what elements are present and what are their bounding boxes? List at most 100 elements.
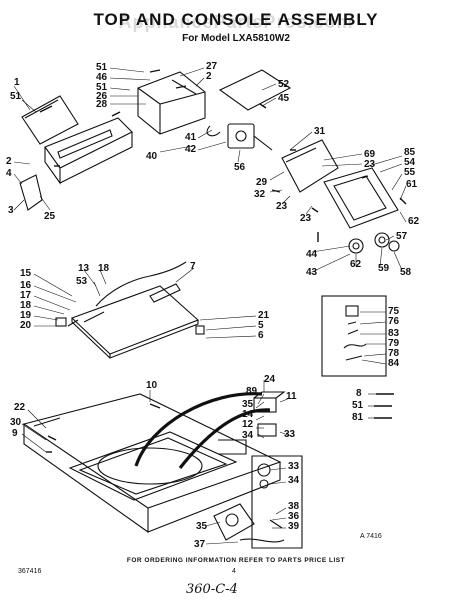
callout-label: 10 — [146, 380, 158, 391]
diagram-title: TOP AND CONSOLE ASSEMBLY — [93, 10, 379, 29]
callout-label: 46 — [96, 72, 108, 83]
callout-label: 45 — [278, 93, 290, 104]
callout-label: 22 — [14, 402, 26, 413]
screws — [39, 69, 407, 242]
callout-label: 58 — [400, 267, 412, 278]
wire-clip — [206, 125, 221, 137]
callout-label: 35 — [242, 399, 254, 410]
callout-label: 23 — [300, 213, 312, 224]
handwritten-note: 360-C-4 — [186, 582, 238, 597]
lid-switch — [253, 391, 286, 437]
callout-label: 9 — [12, 428, 18, 439]
callout-label: 81 — [352, 412, 364, 423]
callout-label: 23 — [276, 201, 288, 212]
lid-switch-inset — [213, 439, 303, 549]
callout-label: 76 — [388, 316, 400, 327]
callout-label: 83 — [388, 328, 400, 339]
callout-label: 13 — [78, 263, 90, 274]
callout-label: 56 — [234, 162, 246, 173]
callout-label: 16 — [20, 280, 32, 291]
callout-label: 2 — [206, 71, 212, 82]
callout-label: 15 — [20, 268, 32, 279]
callout-label: 1 — [14, 77, 20, 88]
callout-label: 25 — [44, 211, 56, 222]
callout-label: 43 — [306, 267, 318, 278]
callout-label: 31 — [314, 126, 326, 137]
callout-label: 20 — [20, 320, 32, 331]
callout-label: 39 — [288, 521, 300, 532]
callout-label: 26 — [96, 91, 108, 102]
callout-label: 54 — [404, 157, 416, 168]
page-number: 4 — [232, 568, 236, 575]
callout-label: 28 — [96, 99, 108, 110]
cabinet-top — [22, 393, 282, 534]
callout-label: 23 — [364, 159, 376, 170]
callout-label: 12 — [242, 419, 254, 430]
callout-label: 55 — [404, 167, 416, 178]
document-code: 367416 — [18, 568, 42, 575]
knobs — [348, 232, 400, 254]
callout-label: 7 — [190, 261, 196, 272]
callout-label: 18 — [98, 263, 110, 274]
callout-label: 34 — [242, 430, 254, 441]
end-cap — [19, 174, 43, 211]
callout-label: 59 — [378, 263, 390, 274]
callout-label: 24 — [264, 374, 276, 385]
timer — [227, 123, 273, 151]
callout-label: 8 — [356, 388, 362, 399]
callout-label: 78 — [388, 348, 400, 359]
callout-label: 3 — [8, 205, 14, 216]
callout-label: 6 — [258, 330, 264, 341]
callout-label: 27 — [206, 61, 218, 72]
callout-label: 69 — [364, 149, 376, 160]
callout-label: 51 — [10, 91, 22, 102]
console-window-frame — [323, 167, 399, 229]
callout-label: 57 — [396, 231, 408, 242]
callout-label: 84 — [388, 358, 400, 369]
callout-label: 62 — [350, 259, 362, 270]
harness-wire — [134, 392, 271, 469]
callout-label: 44 — [306, 249, 318, 260]
model-label: For Model LXA5810W2 — [182, 33, 290, 44]
callout-label: 17 — [20, 290, 32, 301]
callout-label: 18 — [20, 300, 32, 311]
callout-label: 53 — [76, 276, 88, 287]
callout-label: 61 — [406, 179, 418, 190]
callout-label: 5 — [258, 320, 264, 331]
callout-label: 51 — [96, 82, 108, 93]
callout-label: 51 — [96, 62, 108, 73]
callout-label: 11 — [286, 391, 297, 402]
lid-hinge — [55, 317, 205, 335]
callout-label: 34 — [288, 475, 300, 486]
console-panel-left — [21, 95, 79, 145]
figure-code: A 7416 — [360, 533, 382, 540]
fasteners — [46, 393, 394, 453]
callout-label: 2 — [6, 156, 12, 167]
callout-label: 51 — [352, 400, 364, 411]
callout-label: 42 — [185, 144, 197, 155]
callout-label: 33 — [284, 429, 296, 440]
callout-label: 29 — [256, 177, 268, 188]
control-console — [44, 117, 133, 185]
callout-label: 19 — [20, 310, 32, 321]
callout-label: 41 — [185, 132, 197, 143]
switch-bracket — [281, 139, 339, 193]
callout-label: 4 — [6, 168, 12, 179]
callout-label: 36 — [288, 511, 300, 522]
callout-label: 89 — [246, 386, 258, 397]
callout-label: 52 — [278, 79, 290, 90]
console-back-panel — [218, 69, 292, 111]
callout-label: 21 — [258, 310, 270, 321]
callout-label: 40 — [146, 151, 158, 162]
callout-label: 85 — [404, 147, 416, 158]
parts-detail-box — [321, 295, 387, 377]
leader-lines — [13, 67, 407, 545]
callout-label: 35 — [196, 521, 208, 532]
watermark: AppliancePartsPros.com — [118, 12, 354, 32]
washer-lid — [70, 261, 200, 359]
callout-label: 14 — [242, 409, 254, 420]
callout-label: 33 — [288, 461, 300, 472]
callout-label: 62 — [408, 216, 420, 227]
